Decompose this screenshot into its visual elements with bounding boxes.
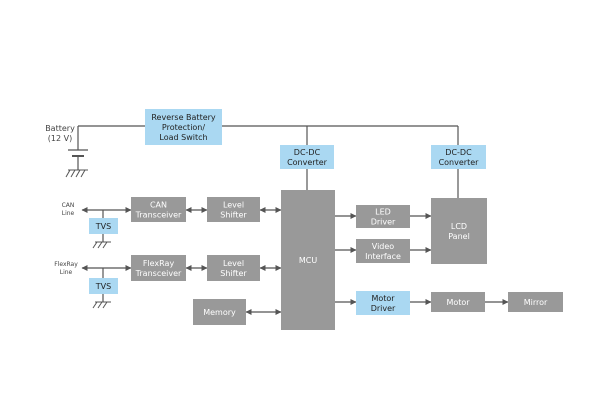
side-labels: Battery (12 V) CAN Line FlexRay Line: [45, 124, 78, 276]
block-shape: [89, 218, 118, 234]
flexray-line-label: FlexRay: [54, 261, 78, 268]
block-shape: [431, 198, 487, 264]
block-shape: [131, 197, 186, 222]
connections: [77, 125, 509, 315]
block-label: Load Switch: [159, 133, 207, 142]
flexray-line-label: Line: [60, 269, 73, 276]
block-shape: [508, 292, 563, 312]
block-shape: [431, 292, 485, 312]
ground-icon: [92, 241, 111, 249]
ground-icon: [92, 301, 111, 309]
block-label: Protection/: [162, 123, 205, 132]
block-label: DC-DC: [445, 148, 472, 157]
block-shape: [356, 205, 410, 228]
block-label: Interface: [365, 252, 401, 261]
block-label: Driver: [371, 218, 396, 227]
ground-icon: [65, 169, 88, 178]
block-label: LED: [375, 208, 391, 217]
block-label: Shifter: [220, 211, 247, 220]
block-tvs-flexray: TVS: [89, 278, 118, 294]
block-label: Reverse Battery: [151, 113, 216, 122]
block-label: Video: [372, 242, 395, 251]
block-label: Motor: [371, 294, 395, 303]
block-label: FlexRay: [143, 259, 175, 268]
block-shape: [131, 255, 186, 281]
block-mcu: MCU: [281, 190, 335, 330]
block-shape: [431, 145, 486, 169]
block-shape: [207, 197, 260, 222]
block-memory: Memory: [193, 299, 246, 325]
block-label: TVS: [95, 222, 111, 231]
battery-label: Battery: [45, 124, 75, 133]
block-label: Converter: [439, 158, 480, 167]
can-line-label: CAN: [62, 202, 75, 209]
block-motor: Motor: [431, 292, 485, 312]
block-shape: [89, 278, 118, 294]
battery-icon: [68, 149, 88, 170]
block-label: Level: [223, 259, 244, 268]
block-shape: [207, 255, 260, 281]
block-label: Shifter: [220, 269, 247, 278]
block-label: Mirror: [524, 298, 548, 307]
block-label: MCU: [299, 256, 317, 265]
block-mirror: Mirror: [508, 292, 563, 312]
block-shape: [356, 291, 410, 315]
battery-voltage-label: (12 V): [48, 134, 72, 143]
block-shape: [145, 109, 222, 145]
can-line-label: Line: [62, 210, 75, 217]
block-label: LCD: [451, 222, 467, 231]
block-label: Panel: [448, 232, 470, 241]
block-label: Converter: [287, 158, 328, 167]
block-shape: [280, 145, 334, 169]
block-label: DC-DC: [294, 148, 321, 157]
block-label: Level: [223, 201, 244, 210]
block-tvs-can: TVS: [89, 218, 118, 234]
block-label: TVS: [95, 282, 111, 291]
block-label: CAN: [150, 201, 167, 210]
block-label: Transceiver: [135, 269, 182, 278]
block-label: Memory: [203, 308, 236, 317]
block-shape: [281, 190, 335, 330]
block-shape: [193, 299, 246, 325]
block-label: Transceiver: [135, 211, 182, 220]
block-label: Driver: [371, 304, 396, 313]
block-shape: [356, 239, 410, 263]
block-label: Motor: [446, 298, 470, 307]
